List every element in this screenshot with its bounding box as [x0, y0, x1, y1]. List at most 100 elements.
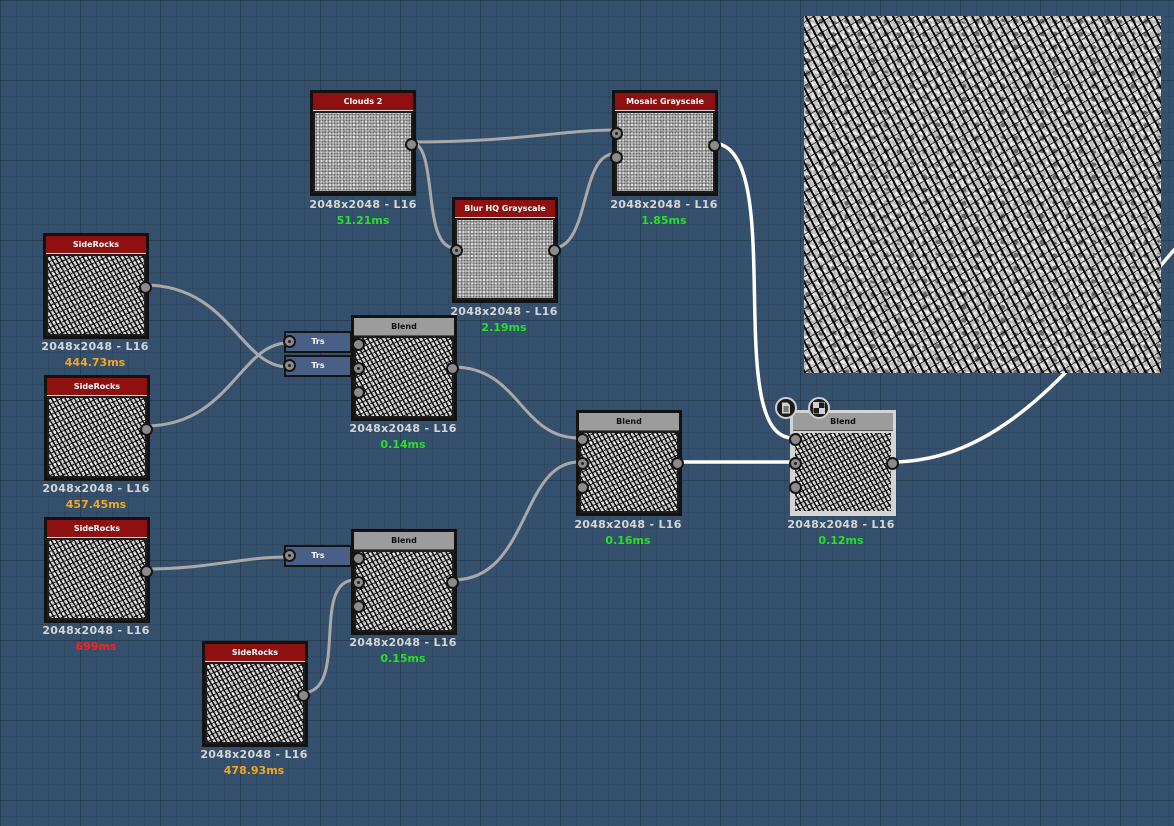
input-port[interactable] — [576, 481, 589, 494]
node-timing: 51.21ms — [336, 214, 390, 227]
node-meta: 2048x2048 - L16 0.14ms — [338, 422, 468, 451]
node-blend[interactable]: Blend — [351, 529, 459, 635]
node-timing: 0.14ms — [380, 438, 426, 451]
wire[interactable] — [408, 128, 616, 144]
output-port[interactable] — [446, 576, 459, 589]
node-meta: 2048x2048 - L16 699ms — [31, 624, 161, 653]
wire-selected[interactable] — [710, 141, 795, 440]
node-title: SideRocks — [205, 644, 305, 662]
node-meta: 2048x2048 - L16 51.21ms — [298, 198, 428, 227]
input-port[interactable] — [789, 457, 802, 470]
input-port[interactable] — [576, 433, 589, 446]
node-resolution: 2048x2048 - L16 — [610, 198, 718, 211]
document-icon[interactable] — [775, 397, 797, 419]
document-icon-glyph — [782, 402, 790, 414]
node-resolution: 2048x2048 - L16 — [450, 305, 558, 318]
input-port[interactable] — [352, 600, 365, 613]
output-port[interactable] — [405, 138, 418, 151]
node-thumbnail — [49, 398, 145, 476]
node-timing: 2.19ms — [481, 321, 527, 334]
wire[interactable] — [143, 341, 290, 428]
node-timing: 0.15ms — [380, 652, 426, 665]
output-port[interactable] — [140, 565, 153, 578]
node-blend[interactable]: Blend — [576, 410, 684, 516]
input-port[interactable] — [352, 552, 365, 565]
input-port[interactable] — [450, 244, 463, 257]
node-transform[interactable]: Trs — [283, 355, 352, 377]
node-meta: 2048x2048 - L16 0.16ms — [563, 518, 693, 547]
output-port[interactable] — [886, 457, 899, 470]
node-resolution: 2048x2048 - L16 — [309, 198, 417, 211]
output-port[interactable] — [140, 423, 153, 436]
input-port[interactable] — [283, 359, 296, 372]
wire[interactable] — [143, 555, 290, 571]
node-siderocks[interactable]: SideRocks — [44, 517, 153, 623]
output-port[interactable] — [139, 281, 152, 294]
node-title: SideRocks — [46, 236, 146, 254]
input-port[interactable] — [352, 338, 365, 351]
node-thumbnail — [356, 552, 452, 630]
node-blend[interactable]: Blend — [351, 315, 459, 421]
node-thumbnail — [48, 256, 144, 334]
node-timing: 457.45ms — [65, 498, 127, 511]
node-resolution: 2048x2048 - L16 — [787, 518, 895, 531]
input-port[interactable] — [789, 433, 802, 446]
node-meta: 2048x2048 - L16 0.15ms — [338, 636, 468, 665]
node-thumbnail — [356, 338, 452, 416]
node-siderocks[interactable]: SideRocks — [44, 375, 153, 481]
input-port[interactable] — [283, 335, 296, 348]
node-resolution: 2048x2048 - L16 — [349, 422, 457, 435]
node-resolution: 2048x2048 - L16 — [349, 636, 457, 649]
checker-icon-glyph — [813, 402, 825, 414]
node-title: Blend — [793, 413, 893, 431]
input-port[interactable] — [610, 151, 623, 164]
output-port[interactable] — [548, 244, 561, 257]
node-clouds-2[interactable]: Clouds 2 — [310, 90, 418, 196]
node-title: Trs — [311, 361, 325, 370]
node-title: Blend — [354, 532, 454, 550]
output-port[interactable] — [671, 457, 684, 470]
node-title: Trs — [311, 551, 325, 560]
output-port[interactable] — [708, 139, 721, 152]
node-siderocks[interactable]: SideRocks — [43, 233, 152, 339]
input-port[interactable] — [789, 481, 802, 494]
node-title: Clouds 2 — [313, 93, 413, 111]
node-transform[interactable]: Trs — [283, 331, 352, 353]
wire[interactable] — [451, 365, 581, 440]
input-port[interactable] — [352, 576, 365, 589]
wire[interactable] — [408, 140, 457, 250]
input-port[interactable] — [283, 549, 296, 562]
output-port[interactable] — [297, 689, 310, 702]
node-timing: 699ms — [75, 640, 117, 653]
node-title: Trs — [311, 337, 325, 346]
node-meta: 2048x2048 - L16 444.73ms — [30, 340, 160, 369]
input-port[interactable] — [352, 386, 365, 399]
input-port[interactable] — [576, 457, 589, 470]
wire[interactable] — [142, 283, 290, 369]
node-thumbnail — [49, 540, 145, 618]
node-resolution: 2048x2048 - L16 — [41, 340, 149, 353]
wire[interactable] — [451, 460, 581, 582]
node-title: SideRocks — [47, 520, 147, 538]
node-timing: 444.73ms — [64, 356, 126, 369]
node-transform[interactable]: Trs — [283, 545, 352, 567]
input-port[interactable] — [610, 127, 623, 140]
node-resolution: 2048x2048 - L16 — [200, 748, 308, 761]
input-port[interactable] — [352, 362, 365, 375]
node-siderocks[interactable]: SideRocks — [202, 641, 310, 747]
node-blend-output[interactable]: Blend — [789, 410, 899, 516]
node-mosaic-grayscale[interactable]: Mosaic Grayscale — [610, 90, 721, 196]
node-title: Blur HQ Grayscale — [455, 200, 555, 218]
node-resolution: 2048x2048 - L16 — [574, 518, 682, 531]
checker-icon[interactable] — [808, 397, 830, 419]
preview-2d-view[interactable] — [804, 16, 1161, 373]
node-thumbnail — [617, 113, 713, 191]
node-blur-hq-grayscale[interactable]: Blur HQ Grayscale — [450, 197, 561, 303]
node-resolution: 2048x2048 - L16 — [42, 482, 150, 495]
node-timing: 0.16ms — [605, 534, 651, 547]
output-port[interactable] — [446, 362, 459, 375]
node-thumbnail — [315, 113, 411, 191]
node-thumbnail — [457, 220, 553, 298]
node-timing: 478.93ms — [223, 764, 285, 777]
node-thumbnail — [207, 664, 303, 742]
